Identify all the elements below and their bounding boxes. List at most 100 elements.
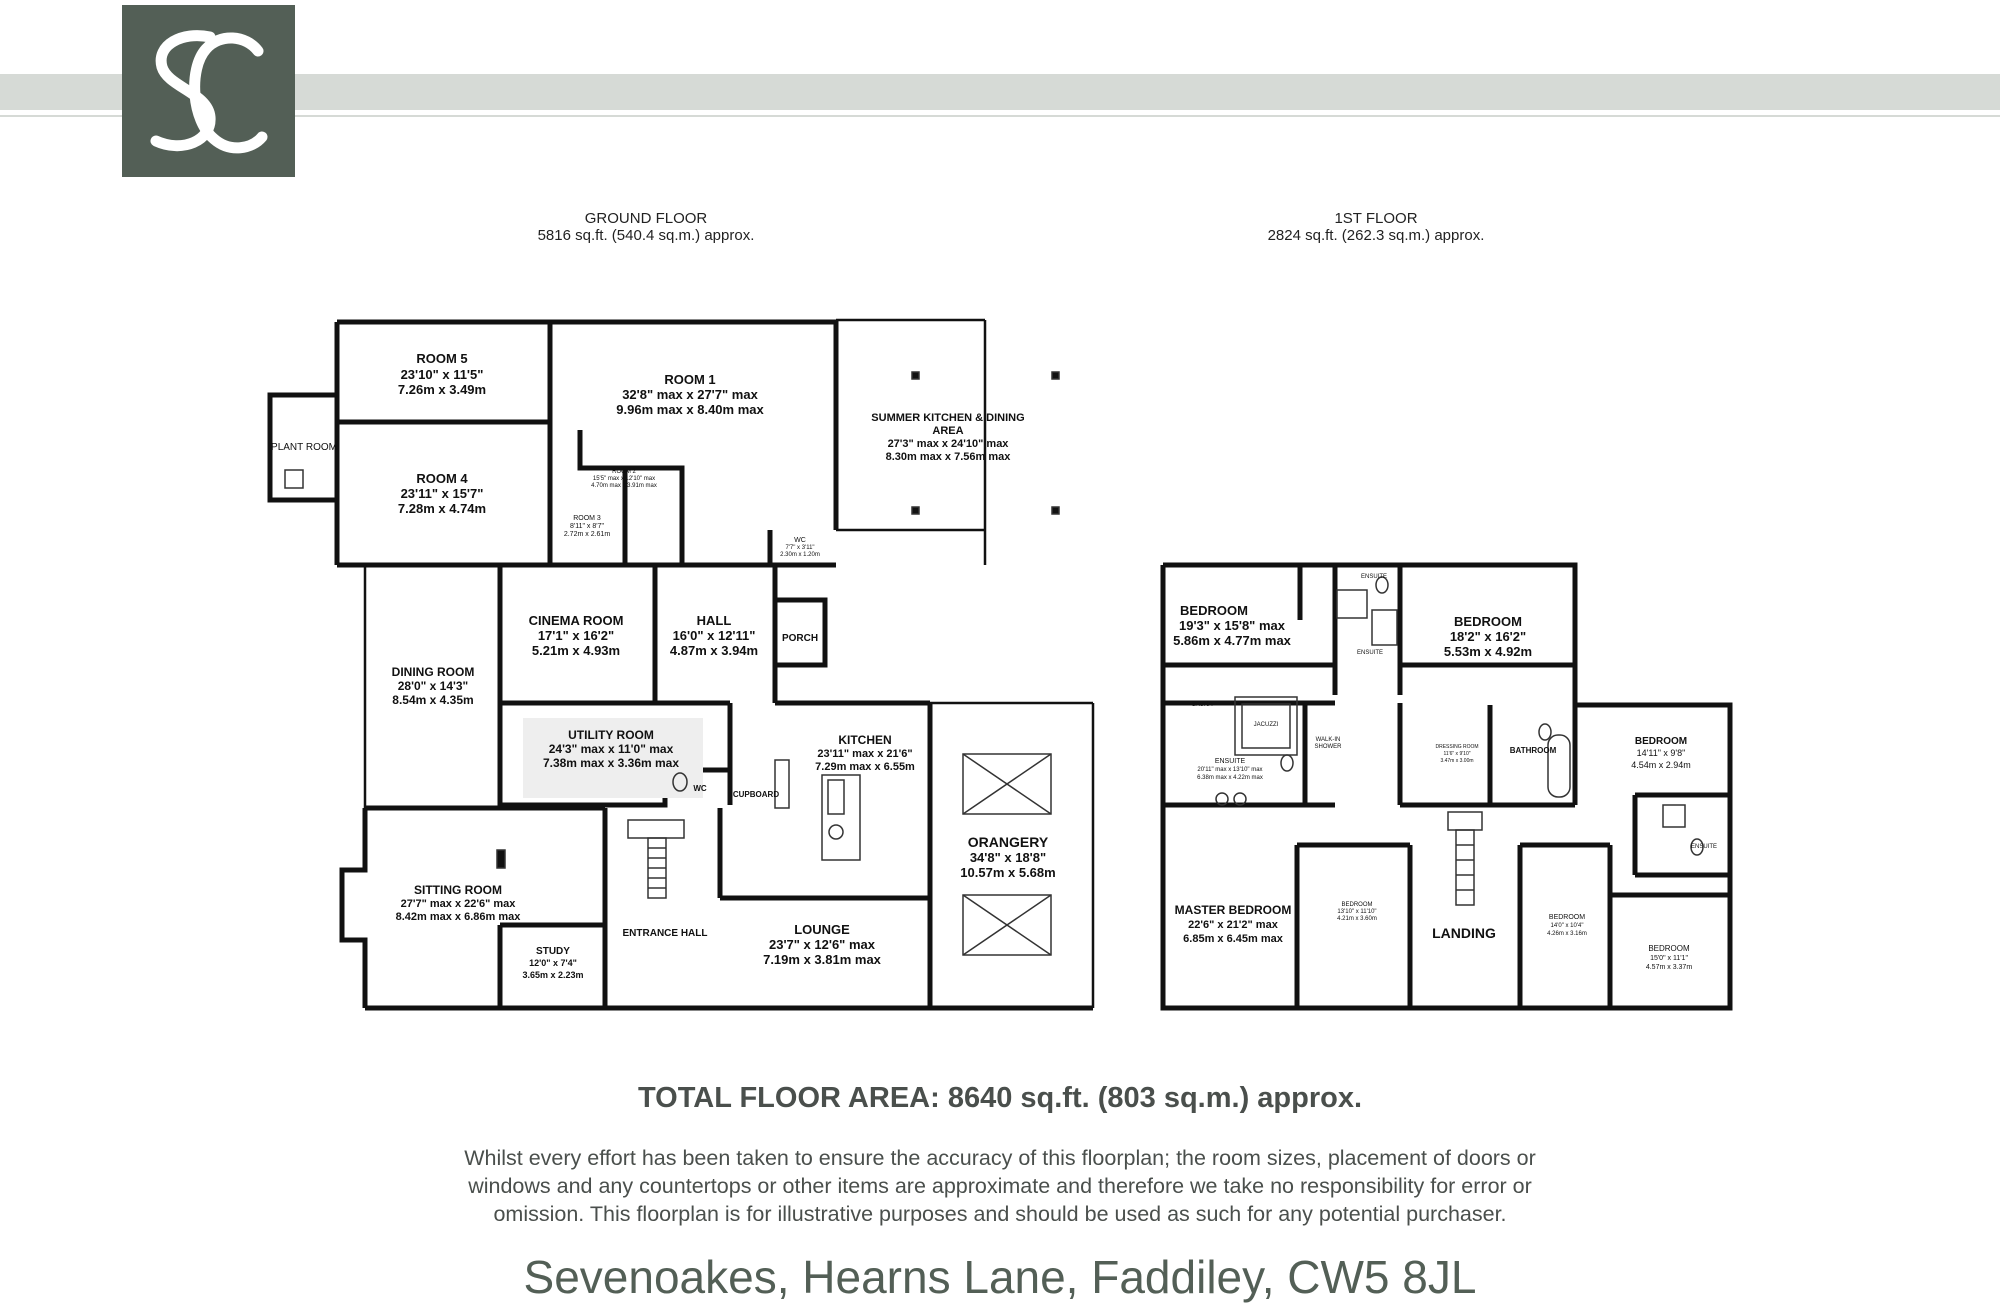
walkin-name-2: SHOWER <box>1315 744 1343 750</box>
study-imperial: 12'0" x 7'4" <box>529 958 577 968</box>
room3-imperial: 8'11" x 8'7" <box>570 523 604 530</box>
master-imperial: 22'6" x 21'2" max <box>1188 919 1279 931</box>
bed2-metric: 5.53m x 4.92m <box>1444 644 1532 659</box>
utility-metric: 7.38m max x 3.36m max <box>543 756 679 770</box>
bed4-name: BEDROOM <box>1341 902 1372 908</box>
summer-imperial: 27'3" max x 24'10" max <box>888 438 1010 450</box>
room3-name: ROOM 3 <box>573 515 601 522</box>
roof-lantern-icon <box>962 894 1052 956</box>
orangery-metric: 10.57m x 5.68m <box>960 865 1055 880</box>
entrance-hall-name: ENTRANCE HALL <box>623 928 708 939</box>
first-floor-title: 1ST FLOOR <box>1334 210 1418 227</box>
dressing-metric: 3.47m x 3.00m <box>1440 758 1473 764</box>
header-band <box>0 74 2000 110</box>
hall-name: HALL <box>697 613 732 628</box>
lounge-imperial: 23'7" x 12'6" max <box>769 937 876 952</box>
bed2-name: BEDROOM <box>1454 614 1522 629</box>
room5-name: ROOM 5 <box>416 351 467 366</box>
summer-metric: 8.30m max x 7.56m max <box>886 451 1012 463</box>
bed3-imperial: 14'11" x 9'8" <box>1637 748 1686 758</box>
ensuite-top-name: ENSUITE <box>1361 574 1387 580</box>
wc-name: WC <box>693 784 707 793</box>
room5-metric: 7.26m x 3.49m <box>398 382 486 397</box>
total-floor-area: TOTAL FLOOR AREA: 8640 sq.ft. (803 sq.m.… <box>637 1082 1363 1114</box>
bed5-imperial: 14'0" x 10'4" <box>1551 923 1584 929</box>
sitting-metric: 8.42m max x 6.86m max <box>396 911 522 923</box>
study-metric: 3.65m x 2.23m <box>522 970 583 980</box>
room4-imperial: 23'11" x 15'7" <box>401 486 484 501</box>
first-floor-area: 2824 sq.ft. (262.3 sq.m.) approx. <box>1267 227 1485 244</box>
room1-name: ROOM 1 <box>664 372 715 387</box>
room3-metric: 2.72m x 2.61m <box>564 531 610 538</box>
room5-imperial: 23'10" x 11'5" <box>401 367 484 382</box>
dressing-imperial: 11'6" x 9'10" <box>1443 751 1470 757</box>
first-floor-labels: BEDROOM 19'3" x 15'8" max 5.86m x 4.77m … <box>1173 574 1717 971</box>
cinema-imperial: 17'1" x 16'2" <box>538 628 614 643</box>
dressing-name: DRESSING ROOM <box>1435 744 1478 750</box>
wc-top-imperial: 7'7" x 3'11" <box>785 545 814 551</box>
room1-metric: 9.96m max x 8.40m max <box>616 402 764 417</box>
sitting-name: SITTING ROOM <box>414 883 502 897</box>
bed1-metric: 5.86m x 4.77m max <box>1173 633 1292 648</box>
boiler-icon <box>284 469 304 489</box>
ground-floor-title: GROUND FLOOR <box>584 210 708 227</box>
dining-imperial: 28'0" x 14'3" <box>398 679 468 693</box>
room2-metric: 4.70m max x 3.91m max <box>591 483 657 489</box>
master-metric: 6.85m x 6.45m max <box>1183 933 1284 945</box>
cupboard-name: CUPBOARD <box>733 790 779 799</box>
walkin-name: WALK-IN <box>1316 737 1341 743</box>
bed6-imperial: 15'0" x 11'1" <box>1650 955 1688 962</box>
orangery-name: ORANGERY <box>968 834 1049 850</box>
bed3-name: BEDROOM <box>1635 736 1687 747</box>
disclaimer: Whilst every effort has been taken to en… <box>390 1144 1610 1228</box>
staircase <box>627 819 685 839</box>
ensuite-master-imperial: 20'11" max x 13'10" max <box>1197 767 1262 773</box>
bed6-metric: 4.57m x 3.37m <box>1646 964 1692 971</box>
wc-top-metric: 2.30m x 1.20m <box>780 552 820 558</box>
brand-logo <box>122 5 295 177</box>
roof-lantern-icon <box>962 753 1052 815</box>
bed2-imperial: 18'2" x 16'2" <box>1450 629 1526 644</box>
room1-imperial: 32'8" max x 27'7" max <box>622 387 758 402</box>
bathroom-name: BATHROOM <box>1510 746 1557 755</box>
lounge-metric: 7.19m x 3.81m max <box>763 952 882 967</box>
bed4-metric: 4.21m x 3.60m <box>1337 916 1377 922</box>
kitchen-island <box>821 774 861 861</box>
ensuite-right-name: ENSUITE <box>1691 844 1717 850</box>
room4-name: ROOM 4 <box>416 471 468 486</box>
kitchen-name: KITCHEN <box>838 733 891 747</box>
sitting-imperial: 27'7" max x 22'6" max <box>401 898 517 910</box>
porch-name: PORCH <box>782 633 818 644</box>
disclaimer-line-2: windows and any countertops or other ite… <box>468 1174 1532 1198</box>
first-floor-heading: 1ST FLOOR 2824 sq.ft. (262.3 sq.m.) appr… <box>1226 210 1526 244</box>
hall-metric: 4.87m x 3.94m <box>670 643 758 658</box>
bed1-name: BEDROOM <box>1180 603 1248 618</box>
ground-floor-heading: GROUND FLOOR 5816 sq.ft. (540.4 sq.m.) a… <box>496 210 796 244</box>
room2-imperial: 15'5" max x 12'10" max <box>593 476 655 482</box>
wc-top-name: WC <box>794 537 806 544</box>
disclaimer-line-3: omission. This floorplan is for illustra… <box>493 1202 1507 1226</box>
jacuzzi-icon <box>1234 696 1298 756</box>
ground-floor-fixtures <box>284 371 1060 956</box>
summer-name-2: AREA <box>932 425 963 437</box>
jacuzzi-name: JACUZZI <box>1254 722 1279 728</box>
ground-floor-walls <box>267 318 1095 1011</box>
hall-imperial: 16'0" x 12'11" <box>673 628 756 643</box>
bed6-name: BEDROOM <box>1648 944 1690 953</box>
master-name: MASTER BEDROOM <box>1175 903 1292 917</box>
disclaimer-line-1: Whilst every effort has been taken to en… <box>464 1146 1536 1170</box>
sauna-name: SAUNA <box>1192 702 1213 708</box>
utility-name: UTILITY ROOM <box>568 728 654 742</box>
room2-name: ROOM 2 <box>612 469 636 475</box>
ensuite-master-name: ENSUITE <box>1215 758 1246 765</box>
ensuite-master-metric: 6.38m max x 4.22m max <box>1197 775 1263 781</box>
cinema-name: CINEMA ROOM <box>529 613 624 628</box>
orangery-imperial: 34'8" x 18'8" <box>970 850 1046 865</box>
utility-imperial: 24'3" max x 11'0" max <box>549 742 674 756</box>
bed5-name: BEDROOM <box>1549 914 1585 921</box>
header-rule <box>0 115 2000 117</box>
first-floor-walls <box>1160 562 1733 1011</box>
room4-metric: 7.28m x 4.74m <box>398 501 486 516</box>
logo-monogram <box>150 30 268 154</box>
